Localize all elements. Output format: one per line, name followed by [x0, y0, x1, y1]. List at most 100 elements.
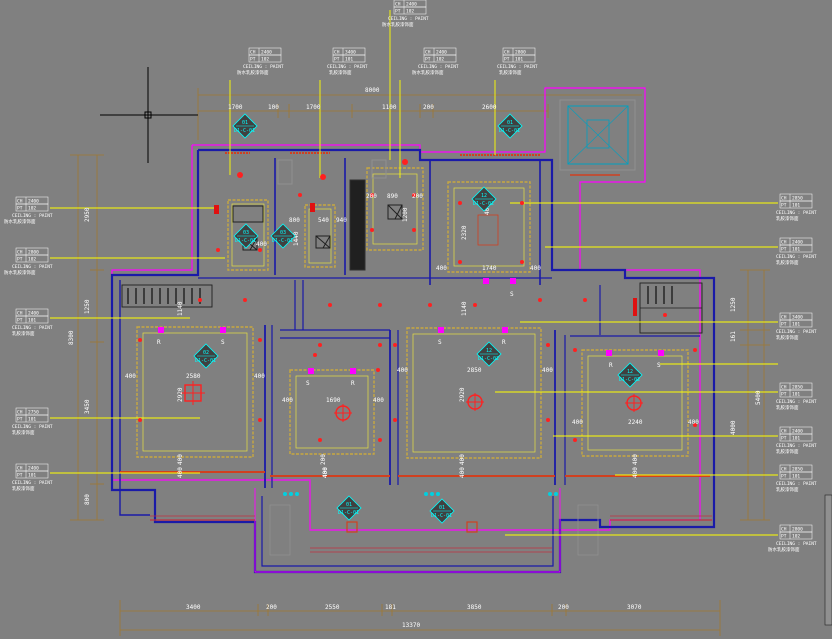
- right-dim-3: 4000: [730, 420, 737, 435]
- bath1-depth: 1440: [293, 231, 300, 246]
- svg-text:102: 102: [406, 9, 414, 15]
- top-dim-2: 100: [268, 104, 279, 111]
- room3-right: 400: [542, 367, 553, 374]
- room2-right: 400: [373, 397, 384, 404]
- svg-text:D1-C-01: D1-C-01: [195, 358, 216, 364]
- left-dim-2: 1250: [84, 299, 91, 314]
- svg-text:D1-C-02: D1-C-02: [619, 377, 640, 383]
- svg-text:防水乳胶漆饰面: 防水乳胶漆饰面: [237, 69, 269, 76]
- room3-width: 2850: [467, 367, 482, 374]
- wc-width: 890: [387, 193, 398, 200]
- svg-text:防水乳胶漆饰面: 防水乳胶漆饰面: [412, 69, 444, 76]
- room2-width: 1690: [326, 397, 341, 404]
- svg-text:CH: CH: [250, 50, 256, 56]
- wc-right: 200: [412, 193, 423, 200]
- svg-text:CH: CH: [17, 410, 23, 416]
- svg-text:CH: CH: [17, 199, 23, 205]
- svg-text:101: 101: [792, 247, 800, 253]
- top-dim-5: 200: [423, 104, 434, 111]
- svg-text:2400: 2400: [28, 311, 39, 317]
- corridor-dim-2: 1140: [461, 301, 468, 316]
- svg-text:防水乳胶漆饰面: 防水乳胶漆饰面: [768, 546, 800, 553]
- svg-text:CH: CH: [781, 385, 787, 391]
- mark-s: S: [657, 362, 661, 369]
- room3-left: 400: [397, 367, 408, 374]
- svg-text:2750: 2750: [28, 410, 39, 416]
- svg-text:CEILING : PAINT: CEILING : PAINT: [243, 64, 284, 70]
- svg-text:D1-C-01: D1-C-01: [499, 128, 520, 134]
- svg-text:防水乳胶漆饰面: 防水乳胶漆饰面: [4, 218, 36, 225]
- top-dim-1: 1700: [228, 104, 243, 111]
- right-dim-1: 1250: [730, 297, 737, 312]
- door-markers: [214, 203, 637, 316]
- svg-text:2400: 2400: [792, 429, 803, 435]
- svg-text:D1-C-01: D1-C-01: [234, 128, 255, 134]
- svg-text:CH: CH: [17, 466, 23, 472]
- section-tag: 03 D1-C-01: [270, 223, 296, 249]
- svg-text:PT: PT: [781, 322, 787, 328]
- svg-text:CH: CH: [781, 527, 787, 533]
- svg-text:2850: 2850: [792, 467, 803, 473]
- section-tag: 01 D1-C-01: [497, 113, 523, 139]
- svg-text:CEILING : PAINT: CEILING : PAINT: [12, 424, 53, 430]
- bath1-side: 400: [256, 241, 267, 248]
- svg-text:CEILING : PAINT: CEILING : PAINT: [388, 16, 429, 22]
- svg-text:PT: PT: [250, 57, 256, 63]
- room3-depth: 2920: [459, 387, 466, 402]
- room1-depth: 2920: [177, 387, 184, 402]
- svg-text:乳胶漆饰面: 乳胶漆饰面: [329, 69, 352, 76]
- room2-bottom: 400: [322, 467, 329, 478]
- svg-text:101: 101: [28, 473, 36, 479]
- svg-text:102: 102: [792, 534, 800, 540]
- bath2-width: 540: [318, 217, 329, 224]
- bottom-dim-6: 200: [558, 604, 569, 611]
- svg-text:PT: PT: [17, 257, 23, 263]
- room1-left: 400: [125, 373, 136, 380]
- room4-bottom: 400: [632, 467, 639, 478]
- right-edge-strip: [824, 494, 832, 626]
- svg-text:2850: 2850: [792, 196, 803, 202]
- svg-text:2800: 2800: [515, 50, 526, 56]
- svg-text:CH: CH: [781, 240, 787, 246]
- corridor-dim-3: 200: [320, 454, 327, 465]
- bath1-width: 800: [289, 217, 300, 224]
- svg-text:CH: CH: [17, 311, 23, 317]
- svg-text:102: 102: [28, 257, 36, 263]
- bottom-dim-3: 2550: [325, 604, 340, 611]
- kitchen-right: 400: [530, 265, 541, 272]
- section-tag: 12 D1-C-02: [617, 362, 643, 388]
- svg-text:3400: 3400: [792, 315, 803, 321]
- kitchen-top: 400: [484, 204, 491, 215]
- balcony-lights: [346, 521, 478, 533]
- svg-text:D1-C-01: D1-C-01: [431, 513, 452, 519]
- corridor-dim-6: 400: [632, 454, 639, 465]
- svg-text:乳胶漆饰面: 乳胶漆饰面: [776, 486, 799, 493]
- svg-text:乳胶漆饰面: 乳胶漆饰面: [12, 429, 35, 436]
- mark-s: S: [306, 380, 310, 387]
- svg-text:01: 01: [242, 120, 248, 126]
- bottom-overall-dim: 13370: [402, 622, 420, 629]
- svg-text:01: 01: [346, 502, 352, 508]
- svg-text:2400: 2400: [28, 199, 39, 205]
- left-dim-1: 2950: [84, 207, 91, 222]
- mark-s: S: [221, 339, 225, 346]
- mark-r: R: [502, 339, 506, 346]
- svg-text:D1-C-02: D1-C-02: [478, 356, 499, 362]
- svg-text:PT: PT: [17, 206, 23, 212]
- top-overall-dim: 8000: [365, 87, 380, 94]
- section-tag: 02 D1-C-01: [193, 343, 219, 369]
- left-dim-4: 800: [84, 494, 91, 505]
- svg-text:乳胶漆饰面: 乳胶漆饰面: [776, 334, 799, 341]
- kitchen-left: 400: [436, 265, 447, 272]
- svg-text:101: 101: [792, 436, 800, 442]
- balcony-fixtures: [283, 492, 558, 496]
- svg-text:CEILING : PAINT: CEILING : PAINT: [776, 254, 817, 260]
- room2-left: 400: [282, 397, 293, 404]
